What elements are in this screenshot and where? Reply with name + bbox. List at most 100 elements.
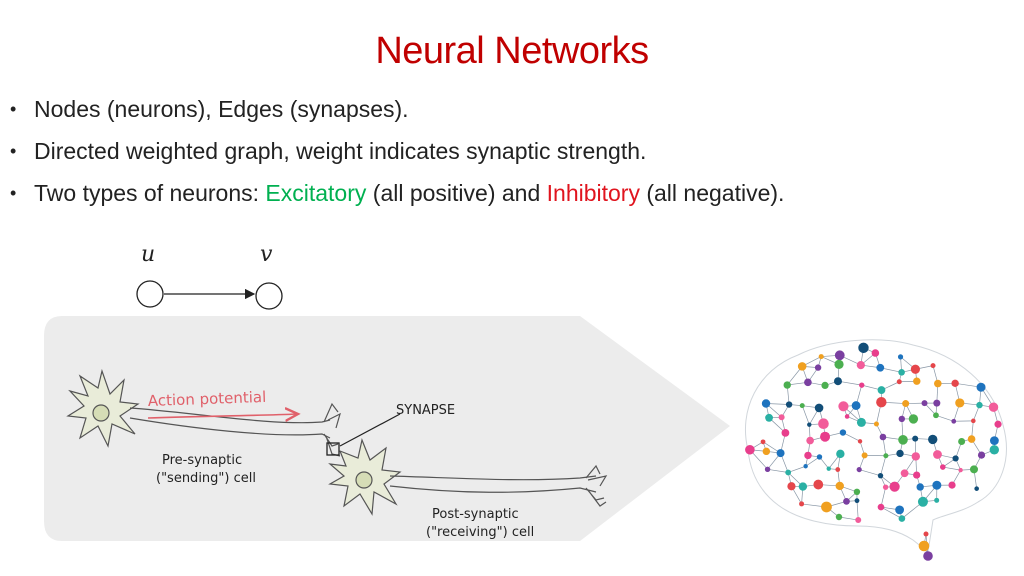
bullet-icon: • <box>10 183 17 203</box>
brain-node <box>930 363 936 369</box>
brain-node <box>835 467 841 472</box>
node-u-label: u <box>141 242 156 267</box>
brain-node <box>761 399 771 408</box>
brain-node <box>898 415 906 423</box>
brain-node <box>844 414 850 419</box>
brain-node <box>933 412 939 419</box>
brain-node <box>762 447 771 456</box>
action-potential-arrow <box>147 414 298 418</box>
brain-edge <box>767 468 789 473</box>
neuron-synapse-figure: Action potential SYNAPSE Pre-synaptic ("… <box>40 316 740 546</box>
bullet-text-prefix: Two types of neurons: <box>34 180 266 206</box>
brain-node <box>799 403 805 409</box>
brain-node <box>816 454 823 460</box>
brain-node <box>923 551 933 561</box>
brain-node <box>928 434 938 445</box>
brain-node <box>843 497 850 505</box>
brain-node <box>989 436 999 446</box>
brain-node <box>896 379 902 385</box>
brain-node <box>798 482 808 491</box>
presynaptic-label-line1: Pre-synaptic <box>162 453 242 468</box>
brain-node <box>921 400 928 407</box>
bullet-icon: • <box>10 99 17 119</box>
brain-node <box>804 378 812 387</box>
brain-node <box>799 501 805 507</box>
brain-edge <box>801 405 810 425</box>
brain-node <box>913 377 921 385</box>
brain-node <box>951 379 959 388</box>
node-u <box>136 280 164 308</box>
brain-node <box>765 413 773 422</box>
brain-node <box>854 498 860 504</box>
bullet-item: • Nodes (neurons), Edges (synapses). <box>10 88 784 130</box>
brain-edge <box>880 506 903 519</box>
brain-node <box>902 400 910 408</box>
brain-node <box>974 486 979 491</box>
brain-node <box>877 503 885 511</box>
brain-node <box>834 359 844 369</box>
figure-background <box>44 316 730 541</box>
node-v-label: v <box>260 242 273 267</box>
presynaptic-label-line2: ("sending") cell <box>156 471 256 486</box>
brain-node <box>814 403 824 413</box>
brain-edge <box>935 414 954 422</box>
brain-node <box>835 481 844 491</box>
brain-node <box>889 481 900 492</box>
brain-node <box>861 452 868 459</box>
postsynaptic-label-line1: Post-synaptic <box>432 507 519 522</box>
presynaptic-neuron <box>66 368 341 457</box>
brain-node <box>877 386 886 394</box>
action-potential-label: Action potential <box>148 388 267 410</box>
brain-node <box>856 466 862 473</box>
brain-edge <box>838 516 859 521</box>
brain-node <box>911 452 920 461</box>
brain-node <box>976 382 986 392</box>
brain-node <box>932 480 942 490</box>
postsynaptic-neuron <box>328 437 608 516</box>
bullet-icon: • <box>10 141 17 161</box>
brain-edge <box>859 469 881 477</box>
brain-node <box>976 401 983 409</box>
brain-node <box>971 418 976 424</box>
brain-node <box>813 479 824 490</box>
brain-node <box>879 433 887 441</box>
brain-edge <box>856 500 859 521</box>
brain-node <box>804 451 812 460</box>
synapse-box <box>326 442 340 456</box>
brain-node <box>977 451 986 459</box>
brain-node <box>898 515 906 522</box>
brain-node <box>853 488 861 496</box>
bullet-list: • Nodes (neurons), Edges (synapses). • D… <box>10 88 784 214</box>
brain-node <box>821 381 829 390</box>
inhibitory-label: Inhibitory <box>546 180 640 206</box>
brain-node <box>871 349 880 357</box>
brain-node <box>781 429 790 437</box>
brain-edge <box>942 466 961 471</box>
uv-edge-graphic <box>136 280 283 310</box>
brain-node <box>970 465 979 474</box>
brain-network-icon <box>728 330 1018 565</box>
brain-node <box>836 449 845 459</box>
brain-node <box>856 417 866 427</box>
brain-node <box>948 481 956 489</box>
brain-node <box>923 531 929 537</box>
brain-node <box>833 377 842 386</box>
brain-edge <box>788 465 806 473</box>
brain-node <box>933 450 942 459</box>
brain-node <box>912 435 919 442</box>
brain-node <box>897 354 904 360</box>
brain-node <box>834 350 845 361</box>
brain-node <box>934 379 942 388</box>
brain-node <box>900 469 909 478</box>
brain-node <box>958 437 966 445</box>
brain-node <box>760 439 766 445</box>
brain-node <box>783 381 791 389</box>
brain-node <box>898 368 905 376</box>
brain-edge <box>842 432 861 442</box>
brain-outline <box>744 339 1007 553</box>
synapse-pointer <box>339 413 401 447</box>
brain-node <box>934 497 940 503</box>
brain-node <box>958 467 963 473</box>
uv-graph: u v <box>120 240 320 320</box>
brain-node <box>835 513 843 521</box>
